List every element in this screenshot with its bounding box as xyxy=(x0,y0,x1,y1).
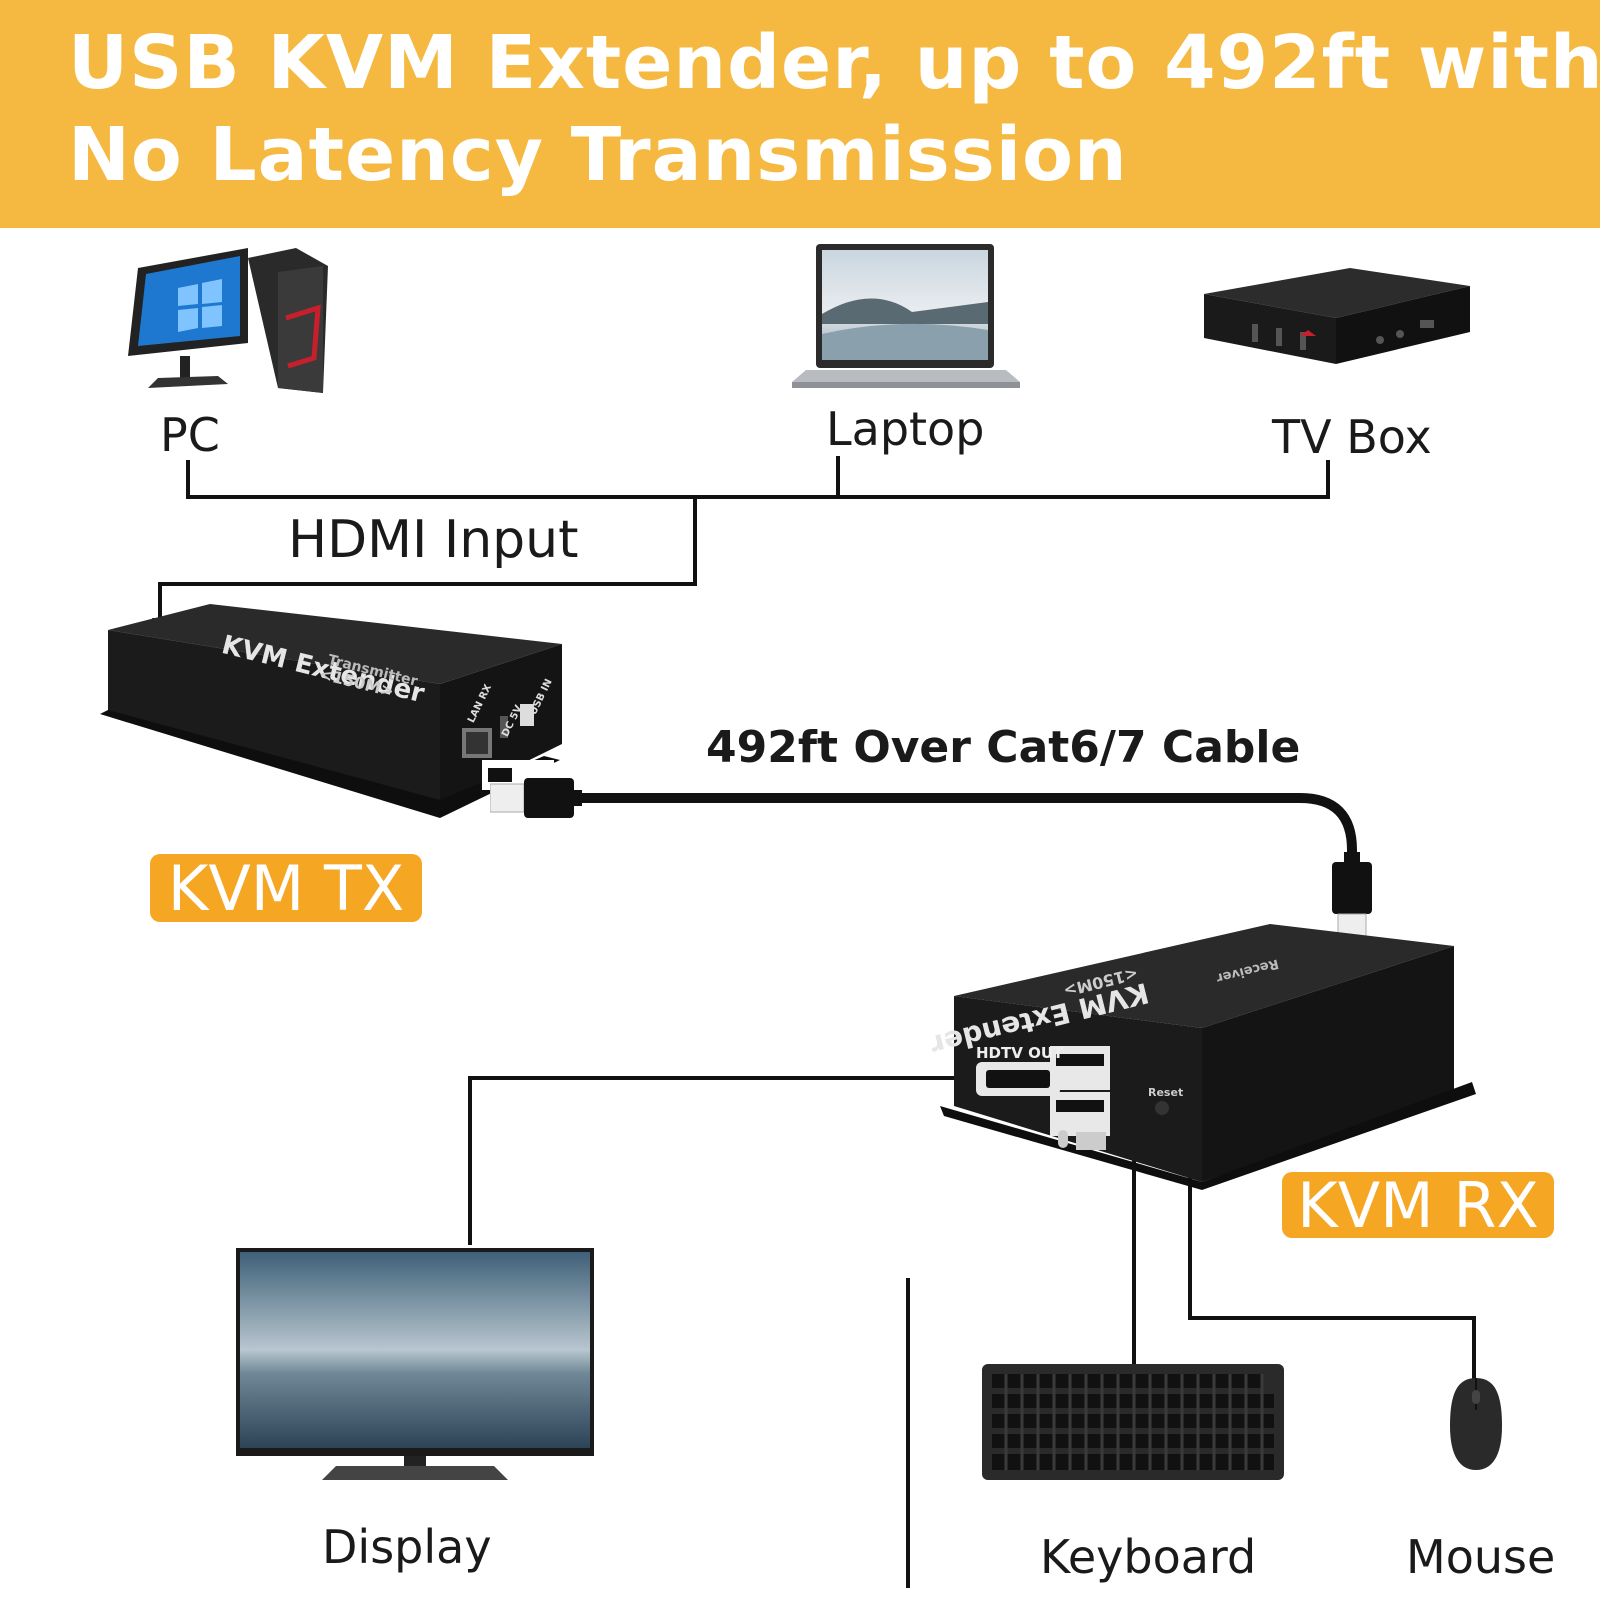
keyboard-icon xyxy=(982,1364,1284,1480)
display-monitor-icon xyxy=(236,1248,594,1480)
cable-label: 492ft Over Cat6/7 Cable xyxy=(706,722,1301,773)
kvm-rx-tag: KVM RX xyxy=(1282,1169,1554,1242)
tv-box-icon xyxy=(1204,268,1470,364)
output-label-display: Display xyxy=(322,1520,492,1574)
kvm-transmitter-device xyxy=(100,604,562,818)
source-label-tv-box: TV Box xyxy=(1272,410,1432,464)
kvm-receiver-device xyxy=(940,924,1476,1190)
output-label-mouse: Mouse xyxy=(1406,1530,1556,1584)
rx-reset-label: Reset xyxy=(1148,1086,1184,1099)
mouse-line xyxy=(1188,1120,1476,1380)
source-label-pc: PC xyxy=(160,408,220,462)
title-line-1: USB KVM Extender, up to 492ft with xyxy=(68,20,1600,106)
source-label-laptop: Laptop xyxy=(826,402,985,456)
hdmi-input-label: HDMI Input xyxy=(288,510,579,570)
display-line xyxy=(468,1076,990,1245)
kvm-tx-tag: KVM TX xyxy=(150,852,422,925)
rx-hdmi-port-label: HDTV OUT xyxy=(976,1044,1064,1062)
rj45-plug-icon xyxy=(490,778,582,818)
title-line-2: No Latency Transmission xyxy=(68,112,1128,198)
title-banner: USB KVM Extender, up to 492ft with No La… xyxy=(0,0,1600,228)
source-bus-line xyxy=(186,460,1330,499)
hdmi-input-line xyxy=(158,497,697,622)
cat-cable-line xyxy=(580,793,1357,870)
laptop-icon xyxy=(792,244,1020,388)
output-label-keyboard: Keyboard xyxy=(1040,1530,1257,1584)
mouse-icon xyxy=(1450,1378,1502,1470)
pc-tower-monitor-icon xyxy=(128,248,328,393)
